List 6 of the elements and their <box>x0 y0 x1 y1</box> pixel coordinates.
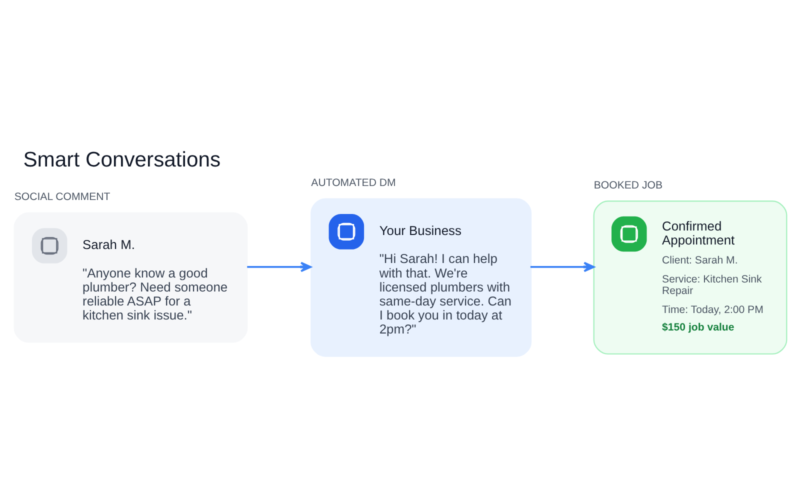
node-label: AUTOMATED DM <box>311 176 396 189</box>
node-label: BOOKED JOB <box>594 178 663 191</box>
diagram-title: Smart Conversations <box>23 148 221 171</box>
arrow <box>530 261 595 272</box>
arrow <box>247 261 312 272</box>
node-label: SOCIAL COMMENT <box>14 190 110 203</box>
